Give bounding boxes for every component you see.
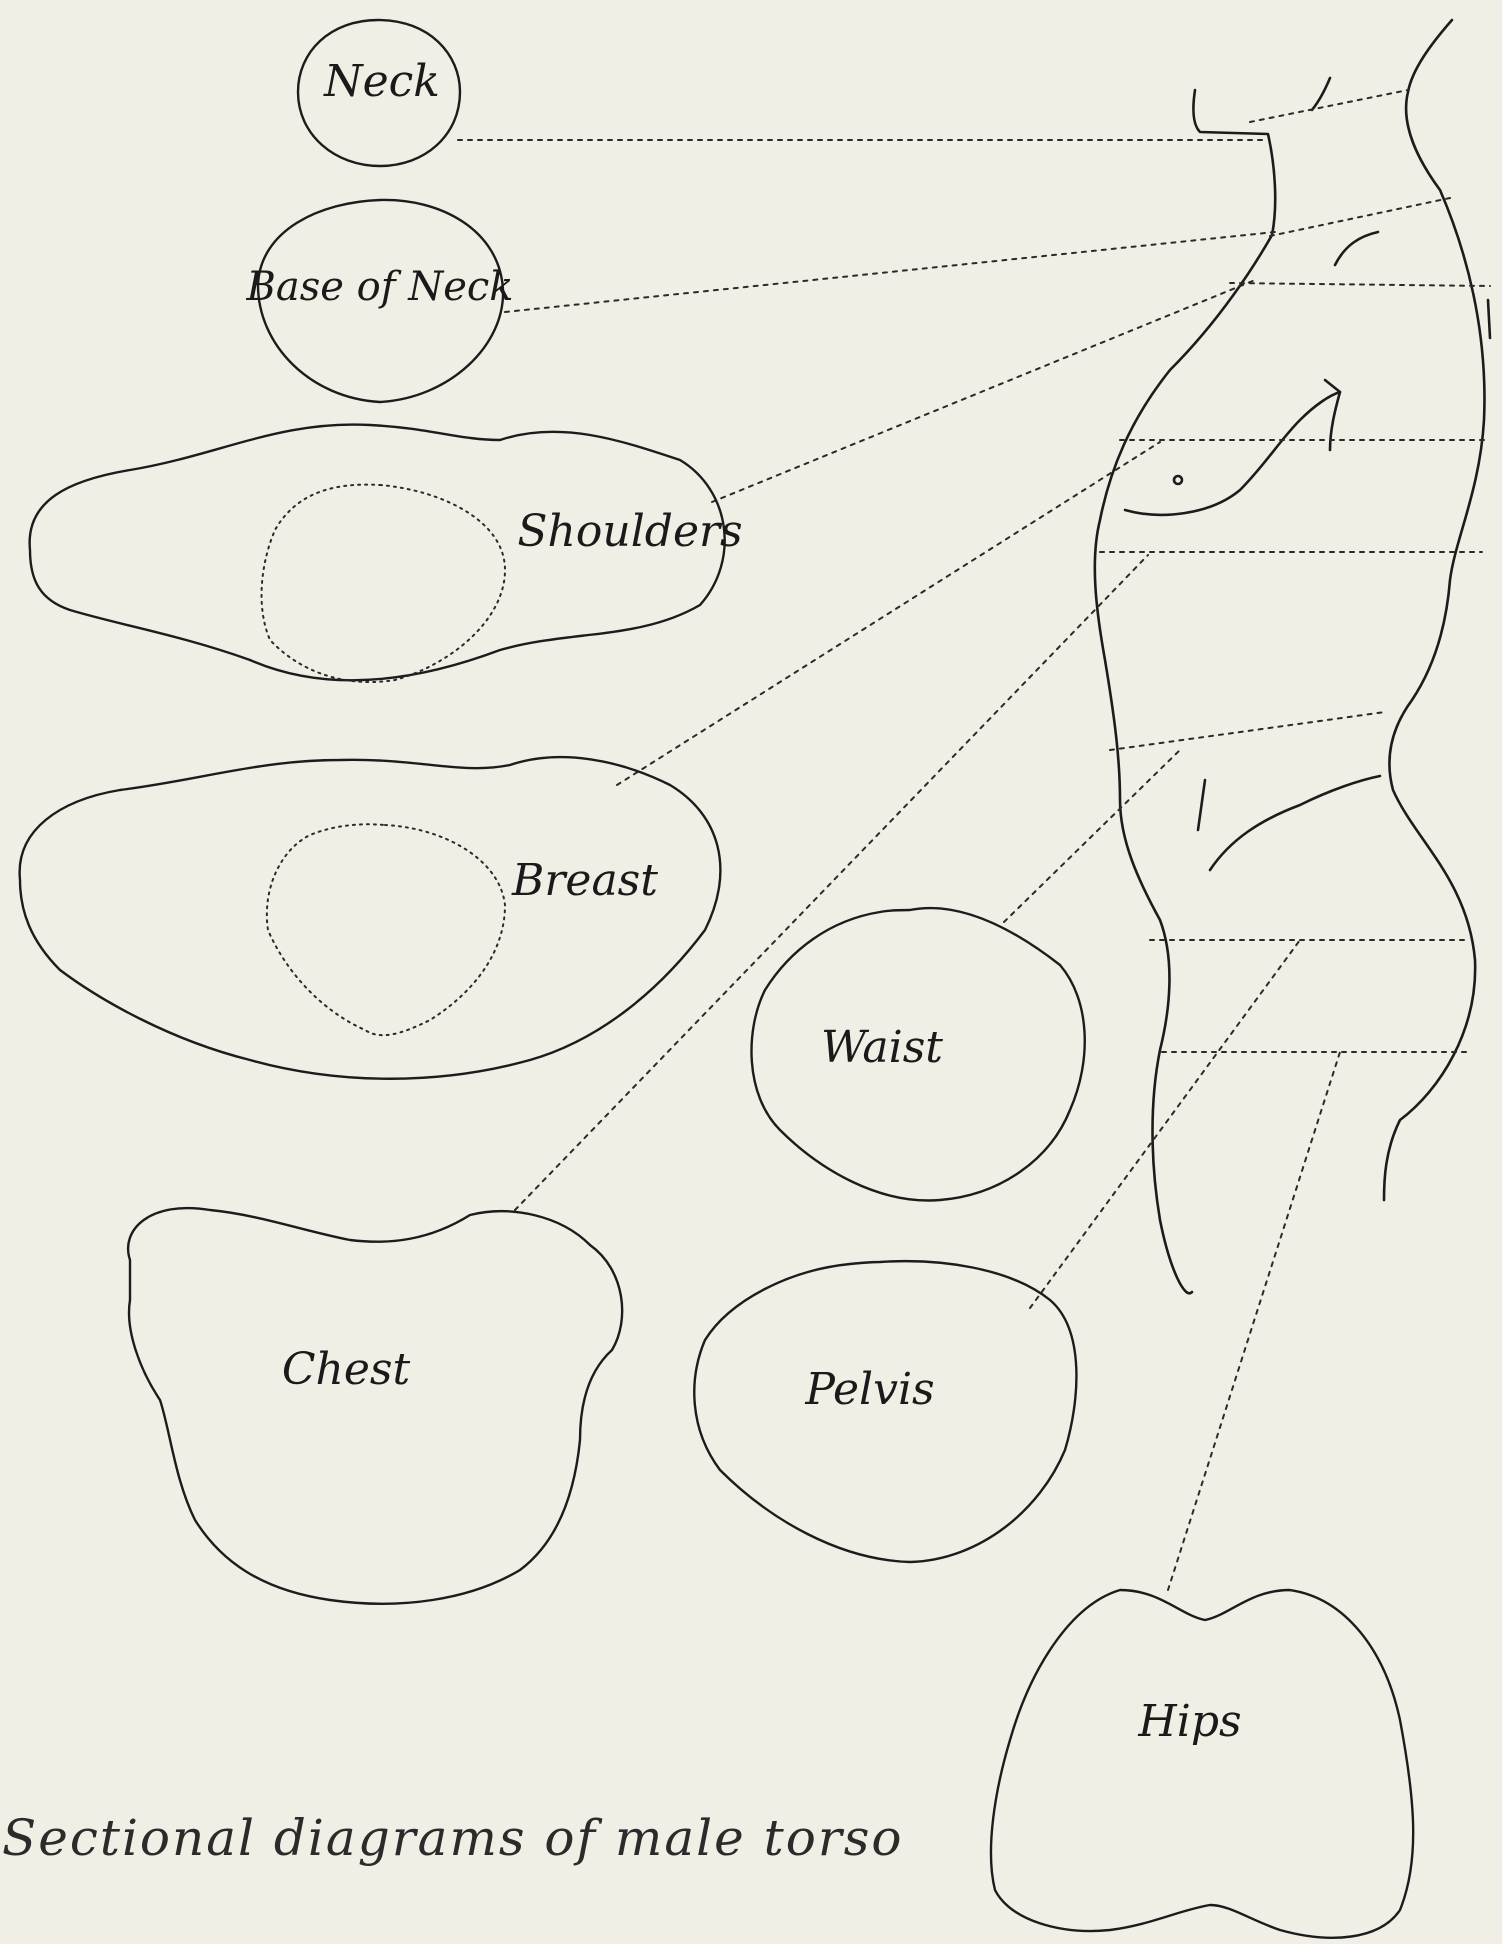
level-tick-neck	[1250, 90, 1408, 122]
figure-caption: Sectional diagrams of male torso	[2, 1809, 903, 1867]
armpit-line	[1330, 392, 1340, 450]
shoulder-mark	[1335, 232, 1378, 265]
level-tick-base	[1270, 198, 1450, 236]
neck-front-line	[1193, 90, 1275, 235]
back-tick-mark	[1488, 300, 1490, 338]
section-neck: Neck	[298, 20, 460, 166]
level-tick-shoulder	[1230, 283, 1490, 286]
section-breast: Breast	[20, 757, 721, 1079]
hips-outline	[991, 1590, 1413, 1938]
section-shoulders: Shoulders	[30, 425, 743, 683]
leader-shoulders	[712, 280, 1255, 502]
label-neck: Neck	[323, 56, 440, 107]
section-base-of-neck: Base of Neck	[245, 200, 513, 402]
neck-tick	[1312, 78, 1330, 110]
torso-profile-figure	[1095, 20, 1490, 1293]
section-hips: Hips	[991, 1590, 1413, 1938]
label-hips: Hips	[1137, 1696, 1241, 1747]
leader-hips	[1168, 1052, 1340, 1590]
label-waist: Waist	[821, 1022, 943, 1073]
nipple-mark	[1174, 476, 1182, 484]
iliac-crest-line	[1210, 776, 1380, 870]
leader-base-of-neck	[505, 232, 1275, 312]
leader-lines	[458, 90, 1490, 1590]
leader-waist	[1004, 748, 1182, 922]
chest-outline	[128, 1208, 622, 1604]
label-breast: Breast	[511, 855, 658, 906]
section-waist: Waist	[751, 908, 1084, 1200]
breast-inner-outline	[267, 824, 505, 1035]
label-pelvis: Pelvis	[804, 1364, 934, 1415]
label-shoulders: Shoulders	[517, 506, 742, 557]
pectoral-line	[1125, 380, 1340, 515]
section-chest: Chest	[128, 1208, 622, 1604]
leader-pelvis	[1030, 940, 1300, 1308]
back-contour-line	[1384, 20, 1484, 1200]
label-base-of-neck: Base of Neck	[245, 264, 513, 310]
breast-outline	[20, 757, 721, 1079]
leader-breast	[617, 442, 1160, 785]
label-chest: Chest	[282, 1344, 411, 1395]
shoulders-inner-outline	[262, 485, 505, 682]
abdominal-line	[1198, 780, 1205, 830]
section-pelvis: Pelvis	[694, 1261, 1076, 1562]
front-contour-line	[1095, 235, 1272, 1293]
level-tick-waist	[1110, 712, 1385, 750]
